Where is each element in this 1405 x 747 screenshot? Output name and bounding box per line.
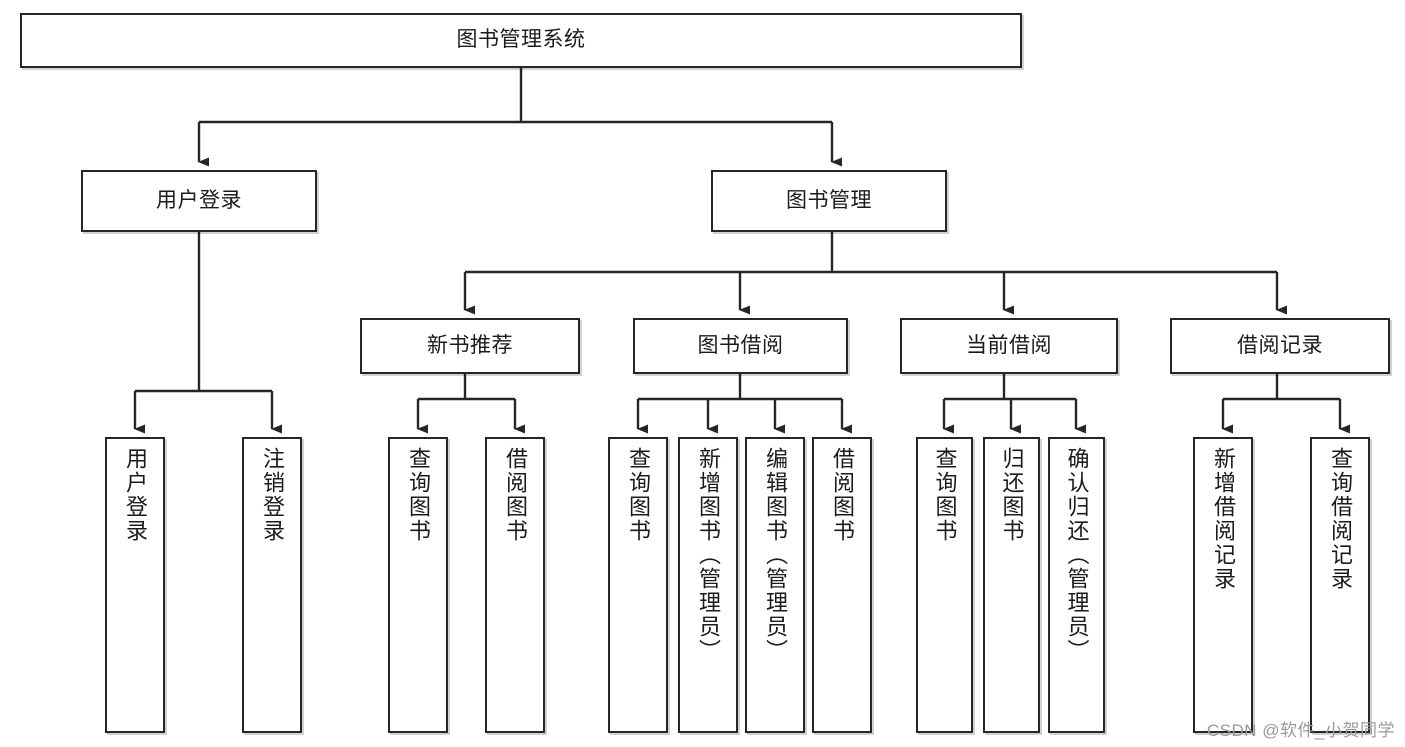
node-borrow-record-label: 借阅记录	[1237, 333, 1323, 357]
node-book-manage-label: 图书管理	[786, 188, 872, 212]
node-user-login[interactable]: 用户登录	[81, 170, 317, 232]
node-leaf-logout-label: 注销登录	[260, 447, 285, 543]
node-leaf-query-record-label: 查询借阅记录	[1328, 447, 1353, 591]
node-leaf-user-login-label: 用户登录	[123, 447, 148, 543]
node-leaf-borrow-book-b[interactable]: 借阅图书	[812, 437, 872, 733]
node-new-book-recommend[interactable]: 新书推荐	[360, 318, 580, 374]
node-leaf-edit-book-label: 编辑图书（管理员）	[763, 447, 788, 663]
node-leaf-add-book-label: 新增图书（管理员）	[696, 447, 721, 663]
node-book-manage[interactable]: 图书管理	[711, 170, 947, 232]
node-leaf-query-book-c[interactable]: 查询图书	[916, 437, 973, 733]
node-root[interactable]: 图书管理系统	[20, 13, 1022, 68]
node-leaf-confirm-return[interactable]: 确认归还（管理员）	[1048, 437, 1105, 733]
node-current-borrow[interactable]: 当前借阅	[900, 318, 1118, 374]
node-borrow-record[interactable]: 借阅记录	[1170, 318, 1390, 374]
node-current-borrow-label: 当前借阅	[966, 333, 1052, 357]
node-user-login-label: 用户登录	[156, 188, 242, 212]
node-leaf-add-book[interactable]: 新增图书（管理员）	[678, 437, 738, 733]
node-leaf-confirm-return-label: 确认归还（管理员）	[1064, 447, 1090, 663]
node-book-borrow[interactable]: 图书借阅	[633, 318, 848, 374]
node-leaf-query-book-b-label: 查询图书	[626, 447, 651, 543]
node-leaf-borrow-book-a-label: 借阅图书	[503, 447, 528, 543]
node-leaf-borrow-book-a[interactable]: 借阅图书	[485, 437, 545, 733]
node-leaf-logout[interactable]: 注销登录	[242, 437, 302, 733]
node-leaf-return-book-label: 归还图书	[999, 447, 1025, 543]
node-leaf-borrow-book-b-label: 借阅图书	[830, 447, 855, 543]
node-leaf-query-record[interactable]: 查询借阅记录	[1310, 437, 1370, 733]
node-leaf-query-book-c-label: 查询图书	[932, 447, 958, 543]
node-root-label: 图书管理系统	[456, 28, 586, 52]
node-new-book-recommend-label: 新书推荐	[427, 333, 513, 357]
node-leaf-return-book[interactable]: 归还图书	[983, 437, 1040, 733]
node-leaf-edit-book[interactable]: 编辑图书（管理员）	[745, 437, 805, 733]
node-leaf-add-record-label: 新增借阅记录	[1211, 447, 1236, 591]
node-leaf-query-book-a-label: 查询图书	[406, 447, 431, 543]
node-leaf-add-record[interactable]: 新增借阅记录	[1193, 437, 1253, 733]
node-leaf-user-login[interactable]: 用户登录	[105, 437, 165, 733]
node-leaf-query-book-b[interactable]: 查询图书	[608, 437, 668, 733]
node-leaf-query-book-a[interactable]: 查询图书	[388, 437, 448, 733]
node-book-borrow-label: 图书借阅	[697, 333, 784, 357]
